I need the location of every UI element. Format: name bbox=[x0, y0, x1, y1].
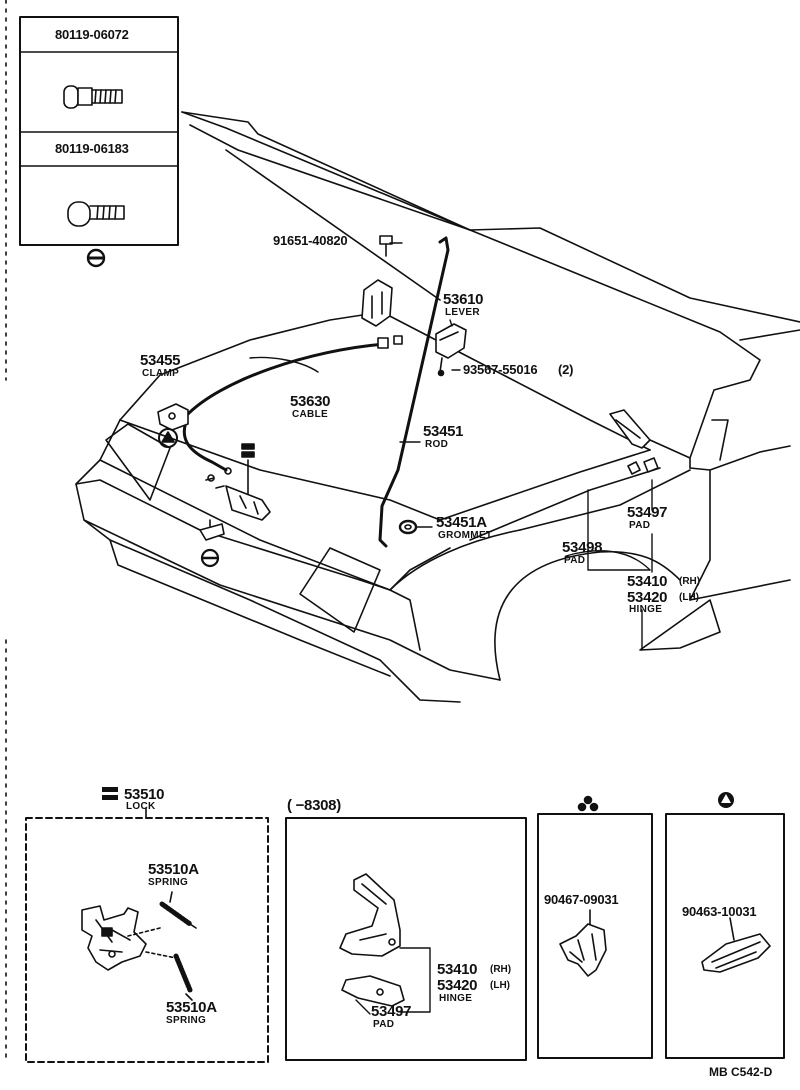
hinge-rh-suffix: (RH) bbox=[679, 576, 701, 587]
spring-upper-part-number: 53510A bbox=[148, 861, 199, 878]
release-cable bbox=[182, 342, 387, 475]
flange-bolt-icon bbox=[63, 85, 123, 109]
clamp-part-name: CLAMP bbox=[142, 368, 180, 379]
hinge-panel-lh-number: 53420 bbox=[437, 977, 478, 994]
release-rod bbox=[378, 236, 450, 548]
triangle-symbol-icon bbox=[158, 428, 178, 448]
lock-part-number: 53510 bbox=[124, 786, 165, 803]
hex-bolt-icon bbox=[67, 201, 125, 227]
hinge-lh-suffix: (LH) bbox=[679, 592, 699, 603]
hood-outline bbox=[181, 111, 800, 459]
screw-quantity: (2) bbox=[558, 362, 574, 377]
inset-part-number-bottom: 80119-06183 bbox=[55, 141, 129, 156]
rear-body-outline bbox=[75, 419, 501, 703]
bolt-icon bbox=[379, 235, 393, 257]
ring-symbol-icon bbox=[86, 248, 106, 268]
diagram-code: MB C542-D bbox=[709, 1065, 773, 1079]
hinge-lh-part-number: 53420 bbox=[627, 589, 668, 606]
wedge-clip-icon bbox=[701, 917, 771, 973]
clip-panel-2-frame bbox=[665, 813, 785, 1059]
lock-assembly-icon bbox=[205, 443, 271, 521]
hood-hinge-icon bbox=[609, 409, 659, 475]
clamp-part-number: 53455 bbox=[140, 352, 181, 369]
lever-part-name: LEVER bbox=[445, 307, 480, 318]
grommet-part-number: 53451A bbox=[436, 514, 487, 531]
hinge-panel-header: ( −8308) bbox=[287, 797, 341, 814]
fender-outline bbox=[389, 419, 791, 681]
trunk-outline bbox=[119, 311, 691, 541]
clamp-icon bbox=[157, 403, 189, 431]
pad-lower-part-name: PAD bbox=[564, 555, 586, 566]
three-dot-icon bbox=[577, 795, 599, 812]
door-lock-icon bbox=[81, 905, 147, 971]
cable-part-number: 53630 bbox=[290, 393, 331, 410]
hinge-panel-hinge-name: HINGE bbox=[439, 993, 473, 1004]
pad-upper-part-name: PAD bbox=[629, 520, 651, 531]
grommet-part-name: GROMMET bbox=[438, 530, 493, 541]
cable-part-name: CABLE bbox=[292, 409, 328, 420]
spring-icon bbox=[127, 901, 197, 993]
clip-panel-1-frame bbox=[537, 813, 653, 1059]
striker-icon bbox=[199, 519, 225, 568]
hinge-panel-lh-suffix: (LH) bbox=[490, 980, 510, 991]
hinge-panel-pad-number: 53497 bbox=[371, 1003, 412, 1020]
release-lever-icon bbox=[361, 279, 467, 359]
clip-1-part-number: 90467-09031 bbox=[544, 892, 619, 907]
hinge-panel-pad-name: PAD bbox=[373, 1019, 395, 1030]
clip-2-part-number: 90463-10031 bbox=[682, 904, 757, 919]
inset-box-frame bbox=[19, 16, 179, 246]
hinge-panel-rh-number: 53410 bbox=[437, 961, 478, 978]
hinge-detail-icon bbox=[339, 873, 405, 1007]
lever-part-number: 53610 bbox=[443, 291, 484, 308]
triangle-icon bbox=[718, 792, 734, 808]
clip-icon bbox=[559, 909, 607, 977]
screw-part-number: 93567-55016 bbox=[463, 362, 538, 377]
spring-lower-part-number: 53510A bbox=[166, 999, 217, 1016]
rod-part-name: ROD bbox=[425, 439, 449, 450]
spring-upper-part-name: SPRING bbox=[148, 877, 189, 888]
hinge-part-name: HINGE bbox=[629, 604, 663, 615]
rod-part-number: 53451 bbox=[423, 423, 464, 440]
hinge-rh-part-number: 53410 bbox=[627, 573, 668, 590]
pad-lower-part-number: 53498 bbox=[562, 539, 603, 556]
bolt-part-number: 91651-40820 bbox=[273, 233, 348, 248]
screw-icon bbox=[437, 357, 445, 377]
lock-symbol-icon bbox=[102, 787, 118, 800]
grommet-icon bbox=[398, 519, 418, 535]
leader-lines bbox=[249, 242, 653, 651]
lock-panel-frame bbox=[25, 817, 269, 1063]
panel-leaders bbox=[355, 947, 431, 1015]
inset-part-number-top: 80119-06072 bbox=[55, 27, 129, 42]
lock-part-name: LOCK bbox=[126, 801, 156, 812]
hinge-panel-rh-suffix: (RH) bbox=[490, 964, 512, 975]
pad-upper-part-number: 53497 bbox=[627, 504, 668, 521]
hinge-panel-frame bbox=[285, 817, 527, 1061]
spring-lower-part-name: SPRING bbox=[166, 1015, 207, 1026]
